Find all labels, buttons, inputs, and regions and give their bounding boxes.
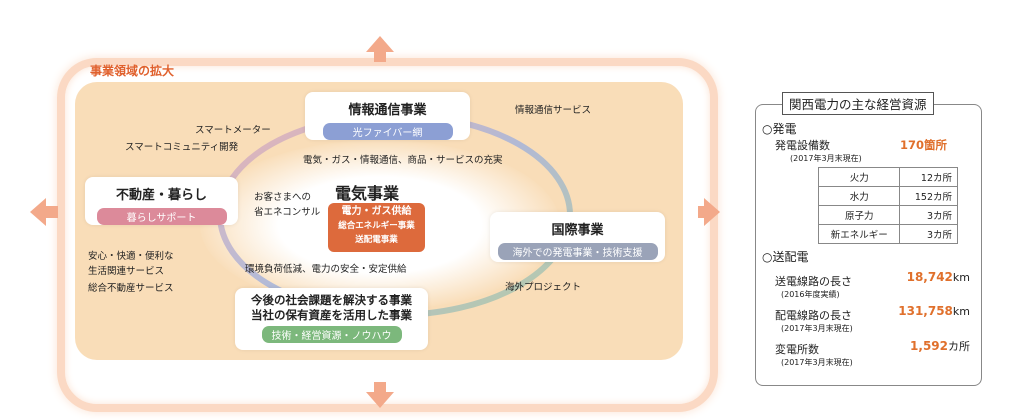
trans-item: 配電線路の長さ 131,758km (2017年3月末現在) (775, 304, 975, 338)
future-title-1: 今後の社会課題を解決する事業 (251, 293, 412, 307)
electric-line: 電力・ガス供給 (341, 206, 412, 217)
arrow-up-icon (366, 36, 394, 62)
gen-type: 原子力 (817, 205, 901, 225)
gen-heading: ○発電 (762, 122, 797, 136)
future-box: 今後の社会課題を解決する事業 当社の保有資産を活用した事業 技術・経営資源・ノウ… (235, 288, 428, 350)
future-title-2: 当社の保有資産を活用した事業 (251, 308, 412, 322)
trans-note: (2016年度実績) (781, 290, 840, 299)
label-env: 環境負荷低減、電力の安全・安定供給 (245, 264, 407, 275)
label-realestate-service: 総合不動産サービス (88, 283, 174, 294)
gen-type: 火力 (817, 167, 901, 187)
trans-unit: km (952, 271, 970, 284)
trans-item: 変電所数 1,592カ所 (2017年3月末現在) (775, 338, 975, 372)
electric-line: 送配電事業 (355, 235, 398, 245)
intl-box: 国際事業 海外での発電事業・技術支援 (490, 212, 665, 262)
intl-tag: 海外での発電事業・技術支援 (497, 243, 658, 260)
gen-count: 152カ所 (899, 186, 958, 206)
info-business-box: 情報通信事業 光ファイバー網 (305, 92, 470, 140)
trans-unit: カ所 (948, 340, 970, 353)
trans-value: 18,742 (906, 270, 953, 284)
trans-heading: ○送配電 (762, 250, 809, 264)
trans-unit: km (952, 305, 970, 318)
realestate-box: 不動産・暮らし 暮らしサポート (85, 177, 238, 225)
trans-label: 送電線路の長さ (775, 275, 852, 288)
arrow-down-icon (366, 382, 394, 408)
trans-label: 配電線路の長さ (775, 309, 852, 322)
label-smartmeter: スマートメーター (195, 125, 271, 136)
electric-box: 電力・ガス供給 総合エネルギー事業 送配電事業 (328, 203, 425, 252)
arrow-left-icon (30, 198, 58, 226)
trans-value: 131,758 (898, 304, 953, 318)
realestate-tag: 暮らしサポート (96, 208, 227, 225)
consult-line: 省エネコンサル (254, 207, 321, 218)
panel-title: 関西電力の主な経営資源 (782, 92, 934, 115)
electric-title: 電気事業 (335, 184, 400, 203)
life-line: 安心・快適・便利な (88, 251, 174, 262)
trans-label: 変電所数 (775, 343, 819, 356)
trans-note: (2017年3月末現在) (781, 324, 853, 333)
life-line: 生活関連サービス (88, 266, 165, 277)
gen-count: 12カ所 (899, 167, 958, 187)
label-overseas: 海外プロジェクト (505, 282, 582, 293)
arrow-right-icon (698, 198, 720, 226)
gen-note: (2017年3月末現在) (790, 154, 862, 163)
label-life: 安心・快適・便利な生活関連サービス (88, 249, 174, 279)
realestate-title: 不動産・暮らし (115, 188, 207, 203)
diagram-title: 事業領域の拡大 (90, 64, 175, 78)
trans-note: (2017年3月末現在) (781, 358, 853, 367)
label-enhance: 電気・ガス・情報通信、商品・サービスの充実 (303, 155, 503, 166)
label-consult: お客さまへの省エネコンサル (254, 190, 320, 220)
gen-type: 水力 (817, 186, 901, 206)
info-tag: 光ファイバー網 (322, 123, 453, 140)
gen-count: 3カ所 (899, 224, 958, 244)
label-smartcommunity: スマートコミュニティ開発 (125, 142, 239, 153)
gen-count: 3カ所 (899, 205, 958, 225)
info-title: 情報通信事業 (348, 103, 427, 118)
intl-title: 国際事業 (551, 223, 604, 238)
gen-type: 新エネルギー (817, 224, 901, 244)
label-infoservice: 情報通信サービス (515, 105, 592, 116)
trans-item: 送電線路の長さ 18,742km (2016年度実績) (775, 270, 975, 304)
trans-value: 1,592 (910, 339, 948, 353)
consult-line: お客さまへの (254, 192, 312, 203)
trans-list: 送電線路の長さ 18,742km (2016年度実績)配電線路の長さ 131,7… (775, 270, 975, 372)
gen-value: 170箇所 (900, 138, 948, 152)
gen-label: 発電設備数 (775, 139, 830, 152)
future-tag: 技術・経営資源・ノウハウ (261, 326, 402, 343)
electric-line: 総合エネルギー事業 (338, 221, 415, 231)
